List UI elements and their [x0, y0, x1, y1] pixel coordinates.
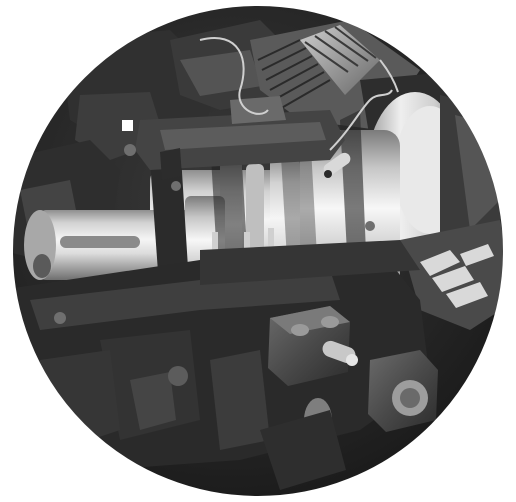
marker-square	[122, 120, 133, 131]
top-cover-section	[135, 96, 345, 180]
sensor-wire	[199, 37, 399, 151]
bottom-right-cylinder	[260, 398, 346, 490]
sensor-block-lower	[368, 350, 438, 432]
right-lower-gear	[400, 220, 504, 330]
bolts	[54, 144, 375, 324]
sensor-probe	[322, 340, 358, 366]
sensor-block-upper	[268, 306, 350, 386]
circle-border	[11, 4, 505, 498]
sensor-connector	[323, 152, 351, 178]
